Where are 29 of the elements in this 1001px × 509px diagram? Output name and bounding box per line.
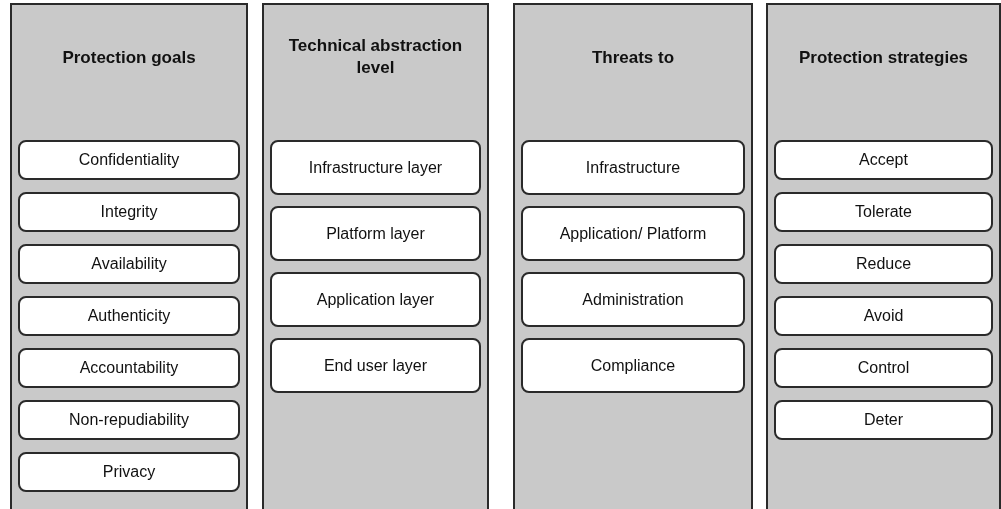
category-box: Application/ Platform: [521, 206, 745, 261]
category-box: Infrastructure layer: [270, 140, 481, 195]
category-box: Tolerate: [774, 192, 993, 232]
category-box: Authenticity: [18, 296, 240, 336]
category-box: End user layer: [270, 338, 481, 393]
column-heading: Protection goals: [61, 47, 197, 69]
category-box: Accept: [774, 140, 993, 180]
column-panel: [766, 3, 1001, 509]
category-box: Administration: [521, 272, 745, 327]
column-heading: Technical abstraction level: [287, 35, 464, 79]
category-box: Accountability: [18, 348, 240, 388]
category-box: Integrity: [18, 192, 240, 232]
category-box: Control: [774, 348, 993, 388]
category-box: Privacy: [18, 452, 240, 492]
category-box: Confidentiality: [18, 140, 240, 180]
category-box: Reduce: [774, 244, 993, 284]
category-box: Platform layer: [270, 206, 481, 261]
category-box: Deter: [774, 400, 993, 440]
column-panel: [10, 3, 248, 509]
column-heading: Threats to: [590, 47, 676, 69]
category-box: Availability: [18, 244, 240, 284]
category-box: Avoid: [774, 296, 993, 336]
column-panel: [513, 3, 753, 509]
category-box: Non-repudiability: [18, 400, 240, 440]
column-heading: Protection strategies: [797, 47, 970, 69]
column-panel: [262, 3, 489, 509]
category-box: Compliance: [521, 338, 745, 393]
category-box: Application layer: [270, 272, 481, 327]
category-box: Infrastructure: [521, 140, 745, 195]
